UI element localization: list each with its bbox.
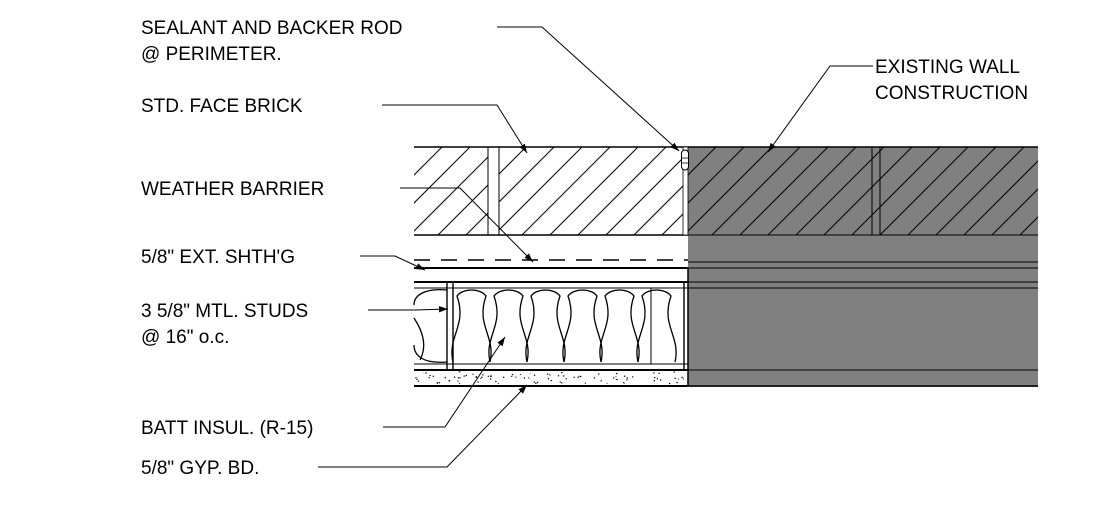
exterior-sheathing [414, 267, 688, 283]
leader-insulation [383, 336, 506, 428]
leader-existing-wall [767, 65, 873, 153]
label-insulation: BATT INSUL. (R-15) [141, 418, 313, 439]
batt-insulation [413, 289, 677, 363]
label-gypsum: 5/8" GYP. BD. [141, 458, 259, 479]
gypsum-board [414, 369, 688, 387]
leader-lines [318, 26, 873, 468]
leader-gypsum [318, 384, 528, 468]
existing-wall-construction [688, 146, 1038, 387]
label-weather-barrier: WEATHER BARRIER [141, 179, 324, 200]
label-sheathing: 5/8" EXT. SHTH'G [141, 247, 295, 268]
leader-face-brick [382, 104, 528, 154]
label-sealant-line2: @ PERIMETER. [141, 44, 282, 65]
leader-studs [368, 306, 449, 313]
sealant-backer-rod [681, 146, 689, 236]
label-studs-line1: 3 5/8" MTL. STUDS [141, 301, 308, 322]
leader-sheathing [360, 255, 426, 271]
label-face-brick: STD. FACE BRICK [141, 96, 303, 117]
callout-labels: SEALANT AND BACKER ROD @ PERIMETER. EXIS… [141, 18, 1028, 479]
leader-sealant [497, 26, 680, 152]
label-sealant-line1: SEALANT AND BACKER ROD [141, 18, 403, 39]
label-existing-wall-line1: EXISTING WALL [875, 57, 1020, 78]
label-existing-wall-line2: CONSTRUCTION [875, 83, 1028, 104]
label-studs-line2: @ 16" o.c. [141, 327, 229, 348]
face-brick [414, 146, 688, 236]
leader-weather-barrier [400, 187, 534, 263]
metal-studs [414, 268, 689, 386]
